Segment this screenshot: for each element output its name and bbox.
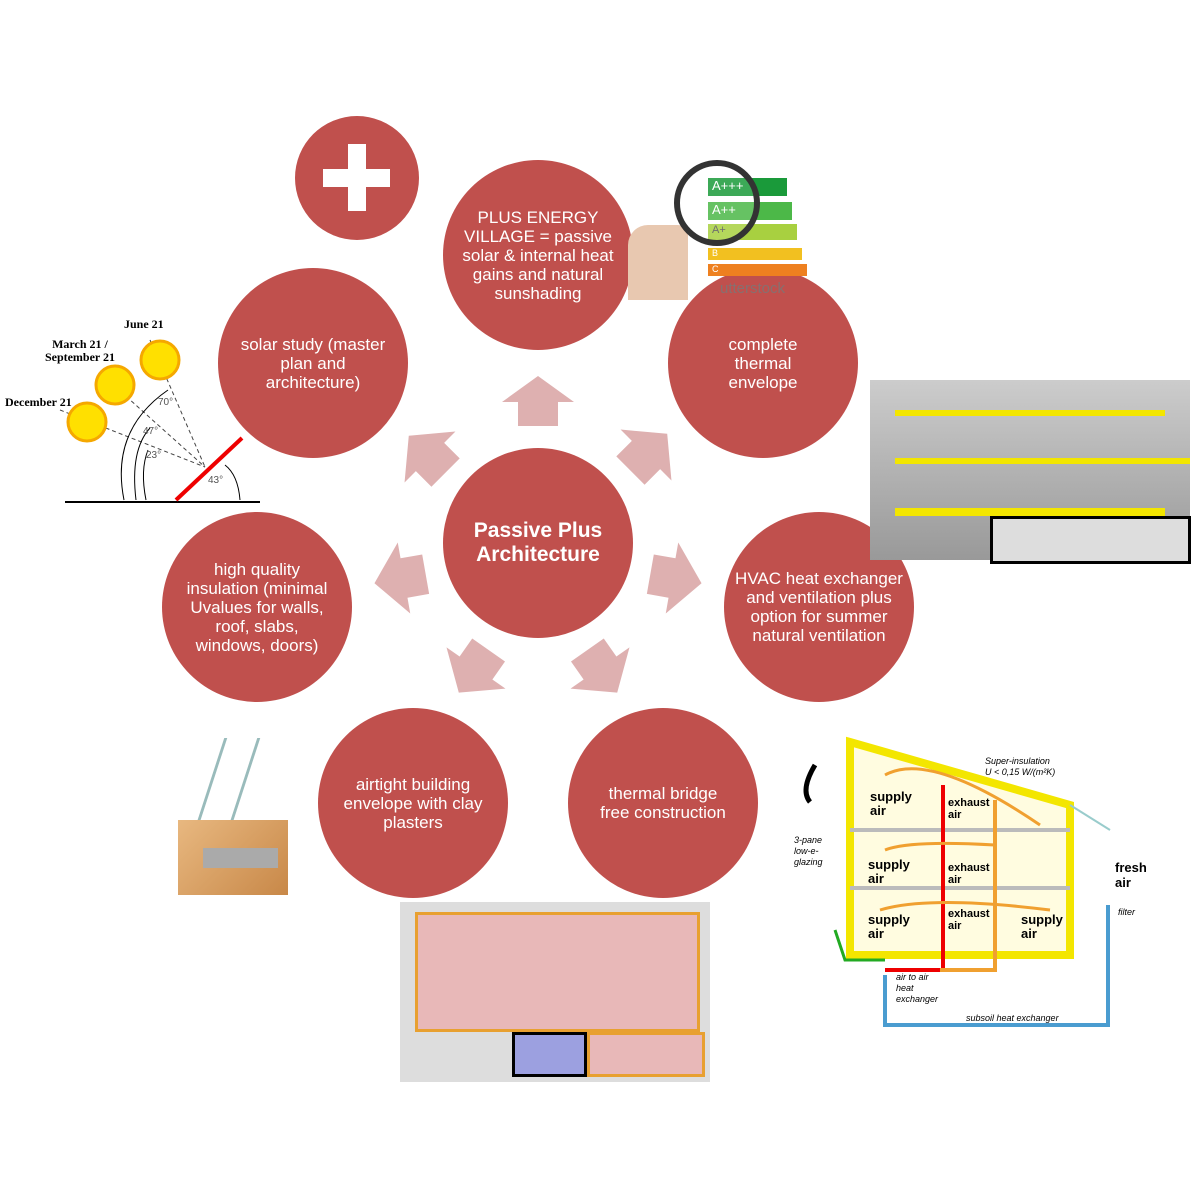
insulation-text: Super-insulation	[985, 756, 1050, 766]
angle-43: 43°	[208, 475, 224, 486]
node-insulation: high quality insulation (minimal Uvalues…	[162, 512, 352, 702]
supply-air-1: supply air	[870, 789, 912, 818]
supply-air-4: supply air	[1021, 912, 1063, 941]
window-frame-image	[178, 738, 288, 895]
exhaust-air-2: exhaust air	[948, 862, 990, 886]
center-node: Passive Plus Architecture	[443, 448, 633, 638]
node-airtight: airtight building envelope with clay pla…	[318, 708, 508, 898]
u-value-text: U < 0,15 W/(m²K)	[985, 767, 1056, 777]
filter-label: filter	[1118, 907, 1136, 917]
hvac-diagram	[803, 736, 1111, 1027]
grade-b: B	[708, 248, 802, 260]
label-march: March 21 / September 21	[44, 337, 116, 364]
fresh-air: fresh air	[1115, 860, 1147, 890]
exhaust-air-1: exhaust air	[948, 797, 990, 821]
building-section-image	[870, 380, 1191, 564]
watermark: utterstock	[720, 280, 786, 297]
label-june: June 21	[124, 317, 164, 331]
node-thermal-envelope: complete thermal envelope	[668, 268, 858, 458]
supply-air-3: supply air	[868, 912, 910, 941]
subsoil-label: subsoil heat exchanger	[966, 1013, 1059, 1023]
arrow-left	[374, 542, 430, 614]
node-plus-energy: PLUS ENERGY VILLAGE = passive solar & in…	[443, 160, 633, 350]
arrow-up-left	[404, 431, 460, 487]
airtight-section-image	[400, 902, 710, 1082]
glazing-label: 3-pane low-e-glazing	[794, 835, 823, 867]
arrow-down-left	[446, 638, 506, 693]
solar-study-diagram	[59, 339, 260, 503]
angle-47: 47°	[143, 426, 159, 437]
hand	[628, 225, 688, 300]
heat-exchanger-label: air to air heat exchanger	[896, 972, 939, 1004]
exhaust-air-3: exhaust air	[948, 908, 990, 932]
sun-icons	[66, 339, 181, 443]
energy-label-image: A+++ A++ A+ B C utterstock	[628, 160, 813, 300]
arrow-right	[646, 542, 702, 614]
arrow-up	[502, 376, 574, 426]
node-thermal-bridge: thermal bridge free construction	[568, 708, 758, 898]
label-december: December 21	[5, 395, 72, 409]
arrow-up-right	[616, 429, 672, 485]
arrow-down-right	[570, 638, 630, 693]
phi-logo-icon	[803, 763, 818, 804]
node-solar-study: solar study (master plan and architectur…	[218, 268, 408, 458]
grade-c: C	[708, 264, 807, 276]
supply-air-2: supply air	[868, 857, 910, 886]
magnifier-icon	[674, 160, 760, 246]
angle-23: 23°	[146, 450, 162, 461]
angle-70: 70°	[158, 397, 174, 408]
plus-icon	[295, 116, 419, 240]
